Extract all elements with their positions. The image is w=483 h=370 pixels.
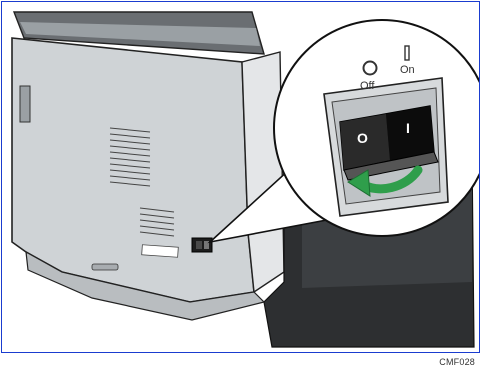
on-label: On — [400, 64, 415, 76]
base-foot-left — [92, 264, 118, 270]
label-plate — [142, 245, 179, 257]
rocker-on-mark: I — [406, 120, 410, 136]
on-symbol-bar — [405, 46, 409, 60]
printer-side-panel — [12, 38, 254, 302]
figure-code: CMF028 — [439, 357, 475, 367]
side-slot — [20, 86, 30, 122]
off-label: Off — [360, 80, 374, 92]
figure-frame: Off On O I — [1, 1, 480, 353]
printer-illustration — [2, 2, 480, 353]
rocker-off-mark: O — [357, 130, 368, 146]
